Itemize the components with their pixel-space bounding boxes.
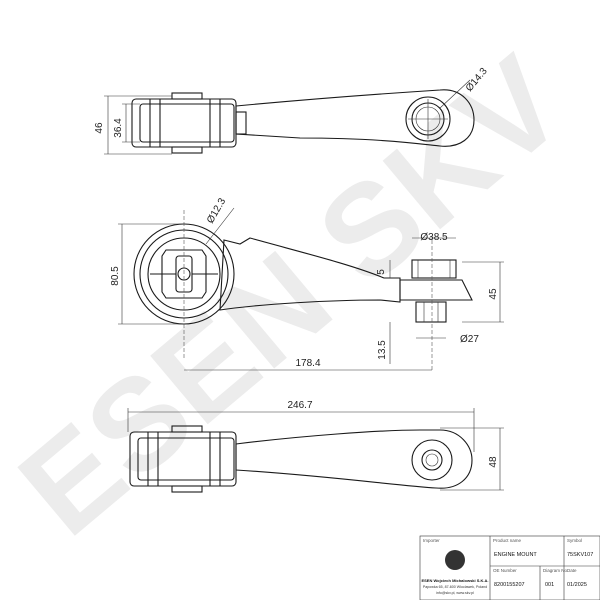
dim-step: 5 bbox=[376, 269, 387, 275]
dim-length-to-bolt: 178.4 bbox=[295, 358, 320, 369]
diagram-no-label: Diagram No. bbox=[543, 568, 568, 573]
symbol: 75SKV107 bbox=[567, 552, 593, 558]
company-name: ESEN Wojciech Michalowski S.K.A. bbox=[421, 578, 488, 583]
symbol-label: Symbol bbox=[567, 538, 582, 543]
dim-flange-diameter: Ø38.5 bbox=[420, 232, 448, 243]
side-view: 80.5 Ø12.3 178.4 Ø38.5 5 45 13.5 Ø27 bbox=[110, 196, 504, 371]
company-address: Papowka 65, 87-600 Wloclawek, Poland bbox=[423, 585, 487, 589]
top-view: 46 36.4 Ø14.3 bbox=[94, 66, 490, 155]
dim-bottom-height: 48 bbox=[488, 456, 499, 468]
date-label: Date bbox=[567, 568, 577, 573]
watermark: ESEN SKV bbox=[0, 28, 590, 562]
company-contact: info@skv.pl, www.skv.pl bbox=[436, 591, 474, 595]
dim-overall-length: 246.7 bbox=[287, 400, 312, 411]
dim-height-outer: 46 bbox=[94, 122, 105, 134]
product-name: ENGINE MOUNT bbox=[494, 552, 537, 558]
importer-label: Importer bbox=[423, 538, 440, 543]
dim-side-height: 80.5 bbox=[110, 266, 121, 286]
dim-stud-height: 13.5 bbox=[377, 340, 388, 360]
diagram-no: 001 bbox=[545, 582, 554, 588]
bottom-view: 246.7 48 bbox=[127, 400, 504, 493]
company-logo bbox=[445, 550, 465, 570]
dim-bush-diameter: Ø12.3 bbox=[205, 196, 228, 225]
date: 01/2025 bbox=[567, 582, 587, 588]
dim-stud-diameter: Ø27 bbox=[460, 334, 479, 345]
dim-foot-height: 45 bbox=[488, 288, 499, 300]
dim-height-inner: 36.4 bbox=[113, 118, 124, 138]
title-block: Importer ESEN Wojciech Michalowski S.K.A… bbox=[419, 535, 600, 600]
product-name-label: Product name bbox=[493, 538, 522, 543]
oe-number-label: OE Number bbox=[493, 568, 517, 573]
oe-number: 8200155207 bbox=[494, 582, 525, 588]
